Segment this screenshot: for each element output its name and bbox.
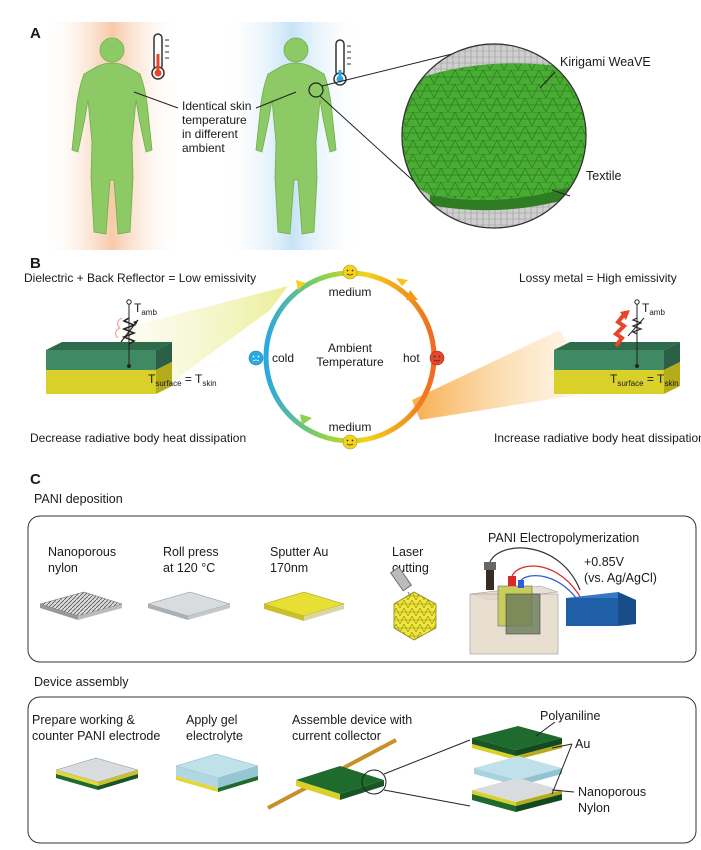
au-label: Au	[575, 737, 590, 751]
roll-pressed-sheet	[147, 591, 231, 620]
low-emissivity-device	[46, 299, 172, 394]
skin-temperature-callout: Identical skin temperature in different …	[182, 99, 255, 155]
decrease-dissipation-caption: Decrease radiative body heat dissipation	[30, 431, 246, 445]
au-sputtered-sheet	[263, 591, 345, 621]
thermometer-cool-icon	[333, 39, 351, 86]
assembled-device	[267, 738, 397, 810]
increase-dissipation-caption: Increase radiative body heat dissipation	[494, 431, 701, 445]
t-surface-left: Tsurface = Tskin	[148, 372, 217, 388]
face-medium-bottom-icon	[342, 434, 358, 450]
face-cold-icon	[248, 350, 264, 366]
human-figure-warm	[71, 37, 153, 235]
electropolymerization-voltage: +0.85V(vs. Ag/AgCl)	[584, 555, 657, 585]
electrochemical-cell	[469, 547, 636, 655]
t-amb-right: Tamb	[642, 301, 665, 317]
pani-deposition-box	[27, 515, 697, 663]
textile-label: Textile	[586, 169, 621, 183]
human-figure-cool	[255, 37, 337, 235]
pani-electrode-stack	[55, 757, 139, 790]
kirigami-weave-label: Kirigami WeaVE	[560, 55, 651, 69]
polyaniline-label: Polyaniline	[540, 709, 601, 723]
gel-electrolyte-stack	[175, 753, 259, 792]
face-medium-top-icon	[342, 264, 358, 280]
pani-deposition-title: PANI deposition	[34, 492, 123, 506]
thermometer-warm-icon	[151, 33, 169, 80]
device-assembly-box	[27, 696, 697, 844]
kirigami-weave-closeup	[401, 43, 587, 229]
medium-top-label: medium	[329, 285, 372, 299]
t-amb-left: Tamb	[134, 301, 157, 317]
face-hot-icon	[429, 350, 445, 366]
step-electropolymerization-title: PANI Electropolymerization	[488, 531, 639, 545]
exploded-layer-stack	[472, 726, 562, 812]
hot-label: hot	[403, 351, 420, 365]
high-emissivity-title: Lossy metal = High emissivity	[519, 271, 677, 285]
laser-cutting-hexagon	[390, 566, 437, 641]
zoom-origin-circle	[308, 82, 324, 98]
t-surface-right: Tsurface = Tskin	[610, 372, 679, 388]
medium-bottom-label: medium	[329, 420, 372, 434]
low-emissivity-title: Dielectric + Back Reflector = Low emissi…	[24, 271, 256, 285]
high-emissivity-device	[554, 299, 680, 394]
zoom-assembly-circle	[361, 769, 387, 795]
cold-label: cold	[272, 351, 294, 365]
panel-c-label: C	[30, 471, 41, 488]
assy-prepare-electrode-label: Prepare working &counter PANI electrode	[32, 713, 160, 743]
device-assembly-title: Device assembly	[34, 675, 129, 689]
panel-a-label: A	[30, 25, 41, 42]
right-beam	[412, 330, 596, 420]
panel-b-label: B	[30, 255, 41, 272]
nanoporous-nylon-sheet	[39, 591, 123, 620]
